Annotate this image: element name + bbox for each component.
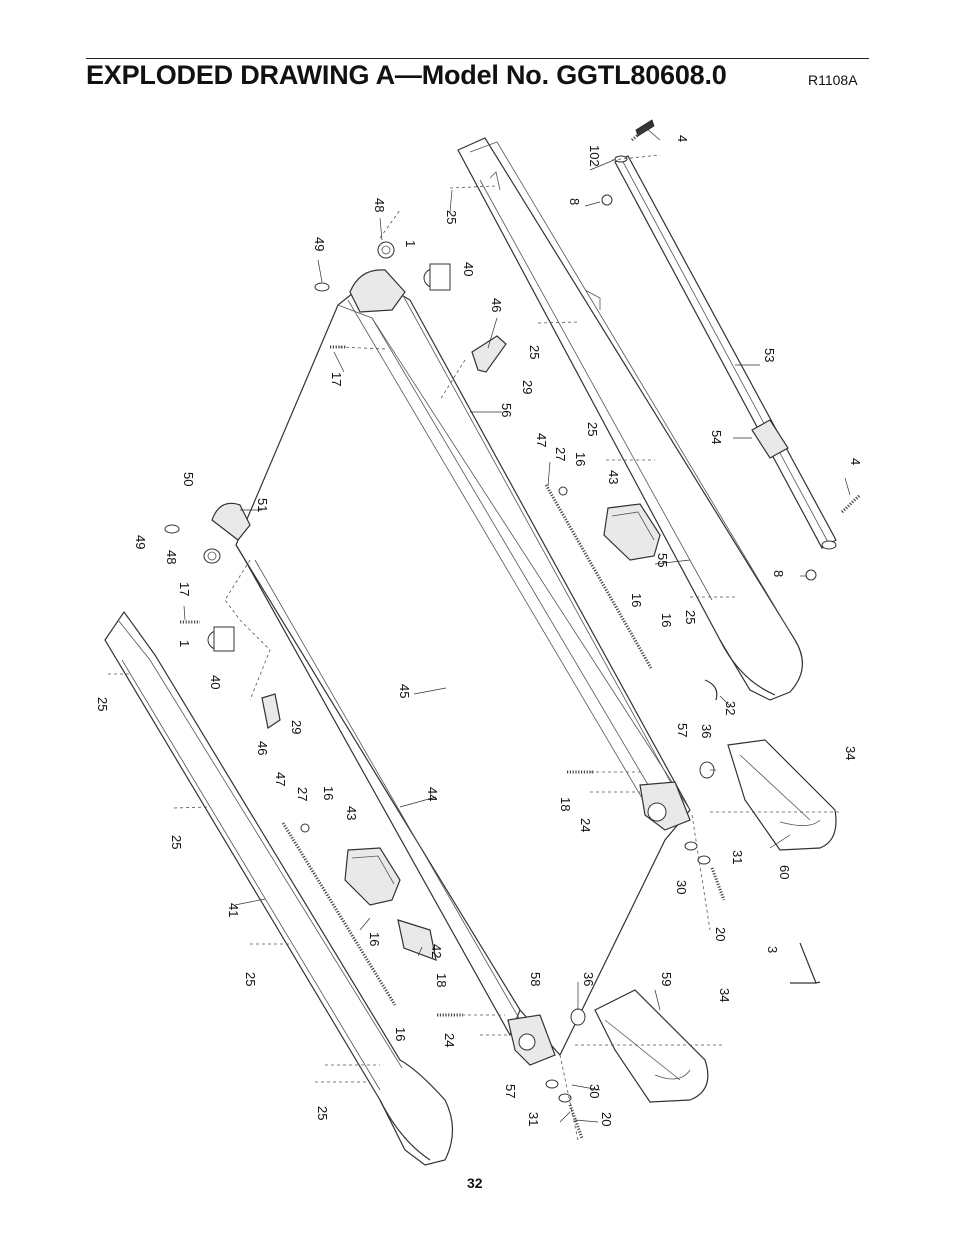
callout-46b: 46: [255, 741, 270, 755]
callout-24: 24: [578, 818, 593, 832]
callout-49: 49: [312, 237, 327, 251]
callout-46: 46: [489, 298, 504, 312]
callout-8: 8: [567, 198, 582, 205]
callout-18: 18: [558, 797, 573, 811]
callout-27b: 27: [295, 787, 310, 801]
left-side-rail: [104, 610, 454, 1166]
callout-16: 16: [573, 452, 588, 466]
brackets: [261, 335, 661, 961]
callout-31: 31: [730, 850, 745, 864]
callout-48: 48: [372, 198, 387, 212]
rear-feet: [507, 761, 715, 1066]
callout-29b: 29: [289, 720, 304, 734]
callout-25c: 25: [585, 422, 600, 436]
callout-57: 57: [675, 723, 690, 737]
callout-30b: 30: [587, 1084, 602, 1098]
callout-3: 3: [765, 946, 780, 953]
callout-1: 1: [403, 240, 418, 247]
callout-29: 29: [520, 380, 535, 394]
callout-16d: 16: [321, 786, 336, 800]
callout-25h: 25: [243, 972, 258, 986]
callout-43b: 43: [344, 806, 359, 820]
callout-57b: 57: [503, 1084, 518, 1098]
callout-16e: 16: [367, 932, 382, 946]
callout-54: 54: [709, 430, 724, 444]
callout-43: 43: [606, 470, 621, 484]
callout-18b: 18: [434, 973, 449, 987]
header-rule: [86, 58, 869, 59]
callout-25e: 25: [95, 697, 110, 711]
callout-16f: 16: [393, 1027, 408, 1041]
page-title: EXPLODED DRAWING A—Model No. GGTL80608.0: [86, 60, 727, 90]
callout-20b: 20: [599, 1112, 614, 1126]
callout-8b: 8: [771, 570, 786, 577]
callout-31b: 31: [526, 1112, 541, 1126]
callout-36: 36: [699, 724, 714, 738]
callout-59: 59: [659, 972, 674, 986]
treadmill-frame: [211, 269, 691, 1057]
callout-40: 40: [461, 262, 476, 276]
page-number: 32: [467, 1175, 483, 1191]
callout-55: 55: [655, 553, 670, 567]
callout-32: 32: [723, 701, 738, 715]
callout-49b: 49: [133, 535, 148, 549]
rear-roller: [614, 155, 837, 550]
callout-25g: 25: [315, 1106, 330, 1120]
callout-50: 50: [181, 472, 196, 486]
callout-34b: 34: [717, 988, 732, 1002]
callout-4b: 4: [848, 458, 863, 465]
drawing-code: R1108A: [808, 72, 858, 88]
callout-36b: 36: [581, 972, 596, 986]
callout-20: 20: [713, 927, 728, 941]
callout-40b: 40: [208, 675, 223, 689]
callout-60: 60: [777, 865, 792, 879]
callout-51: 51: [255, 498, 270, 512]
callout-16c: 16: [659, 613, 674, 627]
hardware: [180, 119, 862, 1139]
callout-48b: 48: [164, 550, 179, 564]
callout-25d: 25: [683, 610, 698, 624]
callout-47b: 47: [273, 772, 288, 786]
callout-24b: 24: [442, 1033, 457, 1047]
callout-47: 47: [534, 433, 549, 447]
callout-56: 56: [499, 403, 514, 417]
callout-44: 44: [425, 787, 440, 801]
callout-34: 34: [843, 746, 858, 760]
callout-30: 30: [674, 880, 689, 894]
callout-17b: 17: [177, 582, 192, 596]
right-side-rail: [457, 137, 803, 701]
callout-53: 53: [762, 348, 777, 362]
callout-17: 17: [329, 372, 344, 386]
callout-27: 27: [553, 447, 568, 461]
alignment-lines: [108, 154, 840, 1141]
part-callouts: 4 102 8 25 48 49 1 40 46 25 29 17 56 53 …: [95, 135, 863, 1126]
callout-25: 25: [444, 210, 459, 224]
rear-end-caps: [594, 739, 837, 1103]
callout-42: 42: [429, 944, 444, 958]
pulley-area: [164, 241, 451, 652]
callout-25f: 25: [169, 835, 184, 849]
callout-1b: 1: [177, 640, 192, 647]
callout-102: 102: [587, 145, 602, 167]
leader-lines: [183, 127, 851, 1123]
callout-58: 58: [528, 972, 543, 986]
callout-41: 41: [226, 903, 241, 917]
callout-16b: 16: [629, 593, 644, 607]
callout-25b: 25: [527, 345, 542, 359]
callout-4: 4: [675, 135, 690, 142]
callout-45: 45: [397, 684, 412, 698]
rack-assemblies: [281, 484, 653, 1006]
